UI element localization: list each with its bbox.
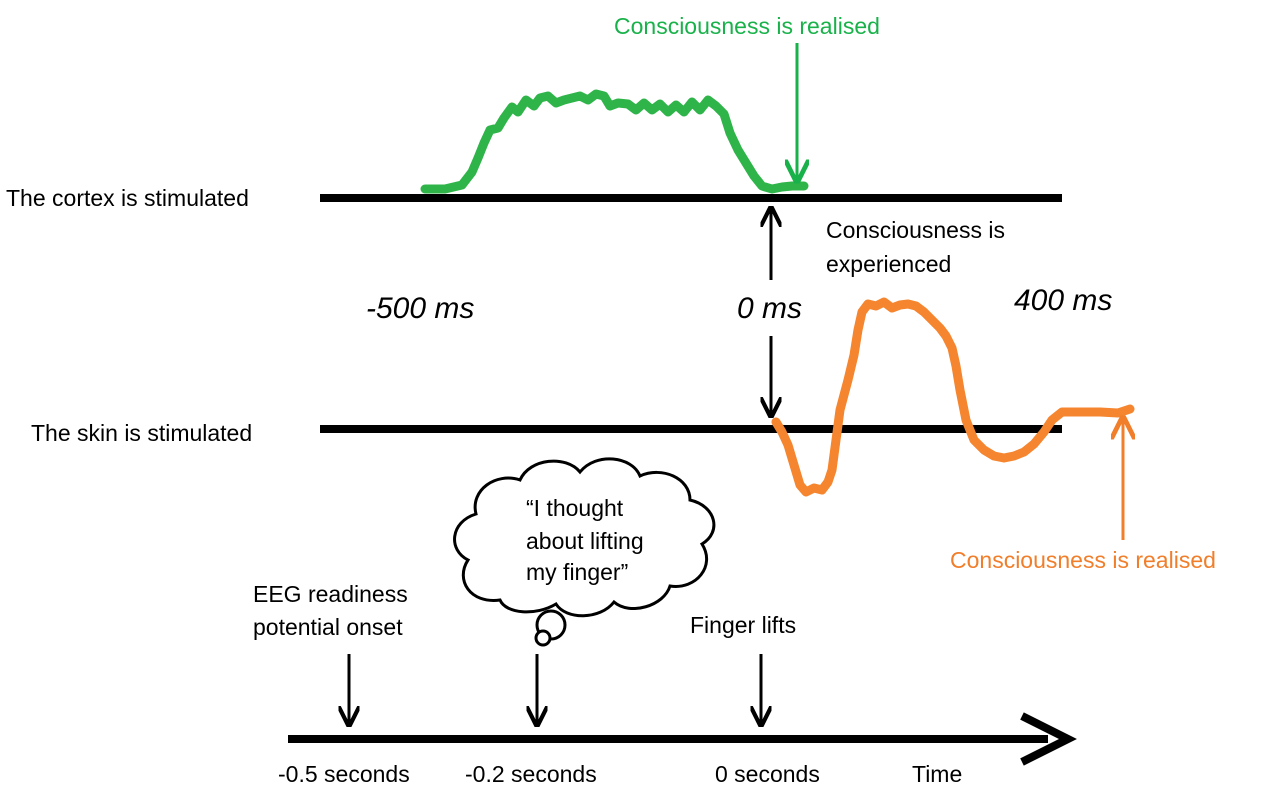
tick-minus-0-5-label: -0.5 seconds [278, 761, 410, 787]
time-axis-arrowhead [1020, 712, 1077, 766]
plus-400-ms-label: 400 ms [1014, 284, 1113, 317]
thought-line3: my finger” [526, 559, 629, 585]
eeg-label-line2: potential onset [253, 614, 403, 640]
minus-500-ms-label: -500 ms [366, 292, 475, 325]
time-axis-label: Time [912, 761, 963, 787]
skin-row-label: The skin is stimulated [31, 420, 253, 446]
consciousness-experienced-line2: experienced [826, 251, 952, 277]
thought-cloud [453, 457, 716, 618]
zero-ms-label: 0 ms [737, 292, 803, 325]
cortex-trace [420, 89, 809, 194]
thought-line1: “I thought [526, 495, 624, 521]
eeg-label-line1: EEG readiness [253, 581, 408, 607]
consciousness-realised-bottom: Consciousness is realised [950, 547, 1216, 573]
finger-lifts-label: Finger lifts [690, 612, 797, 638]
thought-bubble-small [534, 629, 552, 647]
thought-line2: about lifting [526, 528, 644, 554]
consciousness-realised-top: Consciousness is realised [614, 13, 880, 39]
consciousness-experienced-line1: Consciousness is [826, 217, 1005, 243]
tick-zero-label: 0 seconds [715, 761, 820, 787]
tick-minus-0-2-label: -0.2 seconds [465, 761, 597, 787]
cortex-row-label: The cortex is stimulated [6, 185, 249, 211]
skin-trace [771, 297, 1135, 497]
